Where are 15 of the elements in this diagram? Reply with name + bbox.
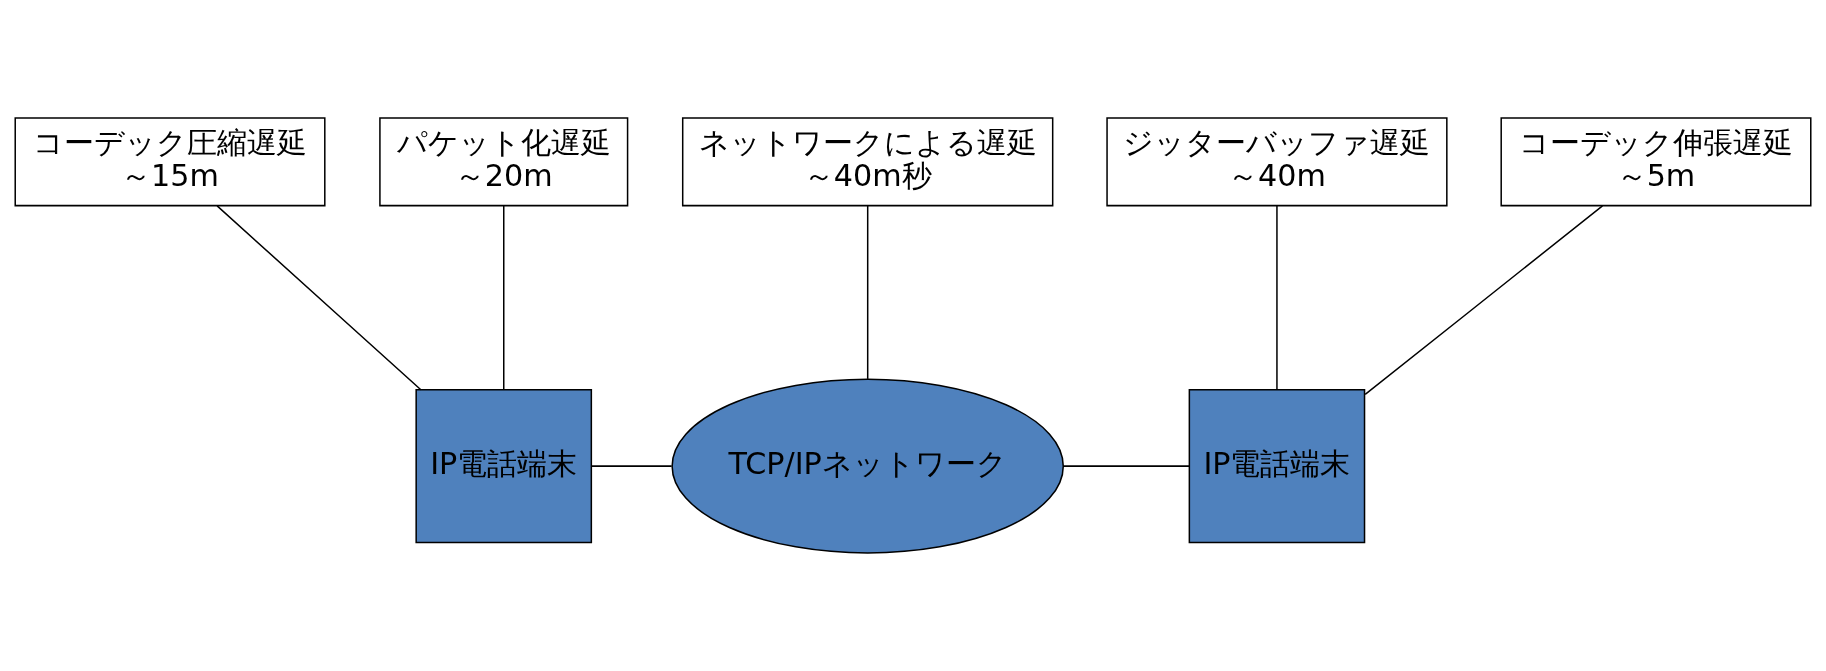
connector xyxy=(866,205,869,380)
node-box: IP電話端末 xyxy=(415,389,593,544)
connector xyxy=(503,205,505,391)
connector xyxy=(591,465,673,467)
node-box: IP電話端末 xyxy=(1188,389,1366,544)
node-box: ジッターバッファ遅延 ～40m xyxy=(1106,117,1448,207)
connector xyxy=(1276,205,1278,391)
node-box: コーデック伸張遅延 ～5m xyxy=(1500,117,1812,207)
connector xyxy=(1364,205,1604,396)
connector xyxy=(216,205,422,391)
node-box: コーデック圧縮遅延 ～15m xyxy=(14,117,326,207)
node-box: パケット化遅延 ～20m xyxy=(379,117,629,207)
node-ellipse: TCP/IPネットワーク xyxy=(671,378,1064,554)
node-box: ネットワークによる遅延 ～40m秒 xyxy=(681,117,1054,207)
connector xyxy=(1062,465,1190,467)
